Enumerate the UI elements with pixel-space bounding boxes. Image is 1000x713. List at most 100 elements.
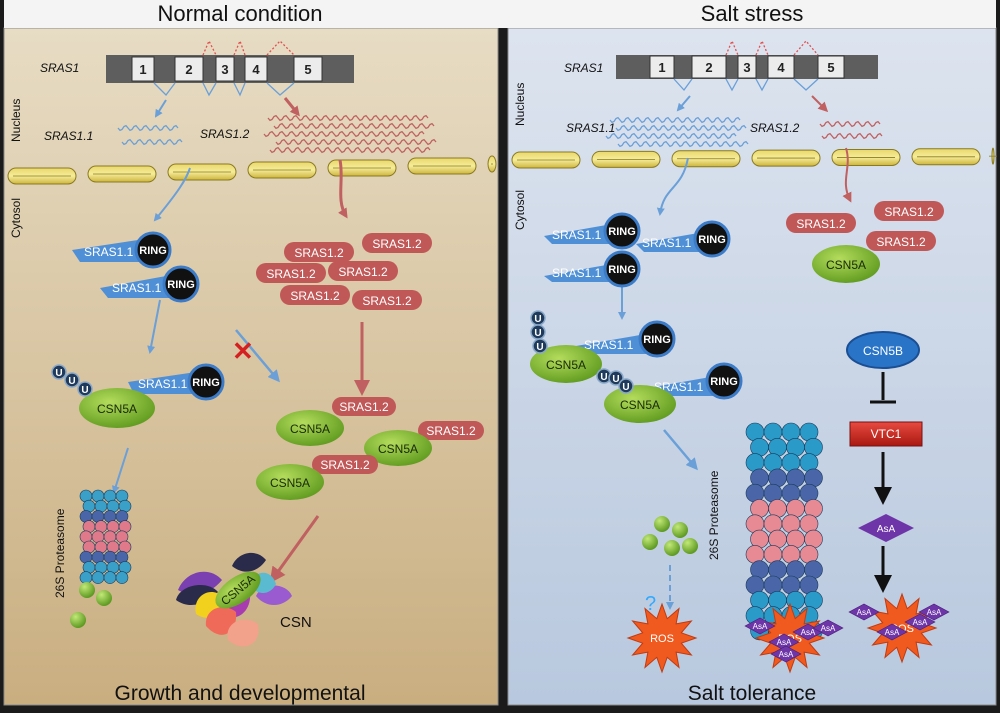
right-proteasome-label: 26S Proteasome: [707, 470, 721, 560]
svg-text:AsA: AsA: [857, 608, 872, 617]
left-exon: 5: [293, 56, 323, 82]
csn5b: CSN5B: [846, 331, 920, 369]
left-csn-complex: CSN5A CSN: [176, 552, 312, 647]
svg-text:RING: RING: [192, 377, 220, 389]
right-title: Salt stress: [701, 1, 804, 26]
right-sras11-ring-complex: SRAS1.1 RING: [544, 212, 641, 250]
svg-text:CSN5A: CSN5A: [290, 422, 330, 436]
asa-molecule: AsA: [744, 617, 776, 635]
svg-text:SRAS1.2: SRAS1.2: [796, 217, 846, 231]
svg-text:CSN5A: CSN5A: [270, 476, 310, 490]
right-sras12-pill: SRAS1.2: [874, 201, 944, 221]
left-title: Normal condition: [157, 1, 322, 26]
svg-text:SRAS1.2: SRAS1.2: [266, 267, 316, 281]
left-isoform1-label: SRAS1.1: [44, 129, 93, 143]
svg-text:AsA: AsA: [913, 618, 928, 627]
right-isoform2-label: SRAS1.2: [750, 121, 800, 135]
ubiquitin: U: [64, 372, 80, 388]
left-sras12-pill: SRAS1.2: [284, 242, 354, 262]
right-exon: 4: [767, 55, 795, 79]
svg-text:SRAS1.2: SRAS1.2: [339, 400, 389, 414]
right-exon: 2: [691, 55, 727, 79]
svg-text:5: 5: [827, 60, 834, 75]
right-exon: 3: [737, 55, 757, 79]
svg-text:RING: RING: [710, 376, 738, 388]
right-csn5a-sras11-complex: SRAS1.1 RING CSN5A U U U: [530, 310, 676, 383]
asa-molecule: AsA: [918, 603, 950, 621]
svg-text:3: 3: [743, 60, 750, 75]
svg-text:SRAS1.2: SRAS1.2: [290, 289, 340, 303]
svg-text:RING: RING: [608, 264, 636, 276]
left-proteasome-label: 26S Proteasome: [53, 508, 67, 598]
right-csn5a: CSN5A: [812, 245, 880, 283]
svg-text:SRAS1.2: SRAS1.2: [884, 205, 934, 219]
ubiquitin: U: [596, 368, 612, 384]
asa-molecule: AsA: [768, 633, 800, 651]
right-question-mark: ?: [645, 593, 656, 615]
svg-text:SRAS1.1: SRAS1.1: [84, 245, 134, 259]
svg-text:U: U: [612, 374, 619, 385]
svg-text:U: U: [600, 372, 607, 383]
left-cytosol-label: Cytosol: [9, 198, 23, 238]
ubiquitin: U: [530, 324, 546, 340]
asa-molecule: AsA: [812, 619, 844, 637]
svg-text:5: 5: [304, 62, 311, 77]
svg-text:2: 2: [705, 60, 712, 75]
svg-text:U: U: [81, 385, 88, 396]
svg-text:CSN5A: CSN5A: [826, 258, 866, 272]
svg-text:RING: RING: [167, 279, 195, 291]
svg-text:U: U: [622, 382, 629, 393]
ubiquitin: U: [51, 364, 67, 380]
ubiquitin: U: [608, 370, 624, 386]
svg-text:SRAS1.1: SRAS1.1: [654, 380, 704, 394]
left-csn5a-sras12-complex: SRAS1.2 CSN5A: [276, 397, 396, 446]
asa-molecule: AsA: [770, 645, 802, 663]
right-exon: 1: [649, 55, 675, 79]
ubiquitin: U: [77, 381, 93, 397]
svg-text:SRAS1.2: SRAS1.2: [372, 237, 422, 251]
svg-text:U: U: [68, 376, 75, 387]
right-gene-model: SRAS1 1 2 3 4 5: [564, 39, 878, 92]
right-sras11-ring-complex: SRAS1.1 RING: [544, 250, 641, 288]
asa-molecule: AsA: [848, 603, 880, 621]
svg-text:CSN5B: CSN5B: [863, 344, 903, 358]
left-sras12-pill: SRAS1.2: [256, 263, 326, 283]
left-isoform2-label: SRAS1.2: [200, 127, 250, 141]
right-csn5a-sras11-complex: SRAS1.1 RING CSN5A U U U: [596, 362, 743, 423]
svg-text:CSN5A: CSN5A: [97, 402, 137, 416]
svg-text:SRAS1.2: SRAS1.2: [426, 424, 476, 438]
left-nucleus-label: Nucleus: [9, 99, 23, 142]
svg-text:AsA: AsA: [779, 650, 794, 659]
right-sras11-ring-complex: SRAS1.1 RING: [636, 220, 731, 258]
svg-text:SRAS1.1: SRAS1.1: [552, 228, 602, 242]
left-csn5a-sras12-complex: SRAS1.2 CSN5A: [256, 455, 378, 500]
svg-text:4: 4: [777, 60, 785, 75]
right-sras12-pill: SRAS1.2: [786, 213, 856, 233]
svg-text:SRAS1.2: SRAS1.2: [294, 246, 344, 260]
right-gene-name: SRAS1: [564, 61, 603, 75]
svg-text:RING: RING: [608, 226, 636, 238]
svg-text:SRAS1.1: SRAS1.1: [584, 338, 634, 352]
ros-label: ROS: [650, 633, 674, 645]
left-exon: 1: [131, 56, 155, 82]
ubiquitin: U: [532, 338, 548, 354]
svg-text:AsA: AsA: [885, 628, 900, 637]
left-gene-model: SRAS1 1 2 3 4 5: [40, 39, 354, 97]
svg-text:1: 1: [139, 62, 146, 77]
left-exon: 2: [174, 56, 204, 82]
svg-text:SRAS1.2: SRAS1.2: [320, 458, 370, 472]
svg-text:U: U: [534, 314, 541, 325]
svg-text:U: U: [536, 342, 543, 353]
right-nucleus-label: Nucleus: [513, 83, 527, 126]
svg-text:AsA: AsA: [753, 622, 768, 631]
right-exon: 5: [817, 55, 845, 79]
svg-text:AsA: AsA: [801, 628, 816, 637]
svg-text:SRAS1.2: SRAS1.2: [338, 265, 388, 279]
svg-text:AsA: AsA: [821, 624, 836, 633]
svg-text:SRAS1.2: SRAS1.2: [876, 235, 926, 249]
right-degraded-peptides: [642, 516, 698, 556]
svg-text:RING: RING: [643, 334, 671, 346]
left-nuclear-membrane: [7, 155, 497, 185]
left-csn5a-sras11-complex: SRAS1.1 RING CSN5A U U U: [51, 363, 225, 428]
